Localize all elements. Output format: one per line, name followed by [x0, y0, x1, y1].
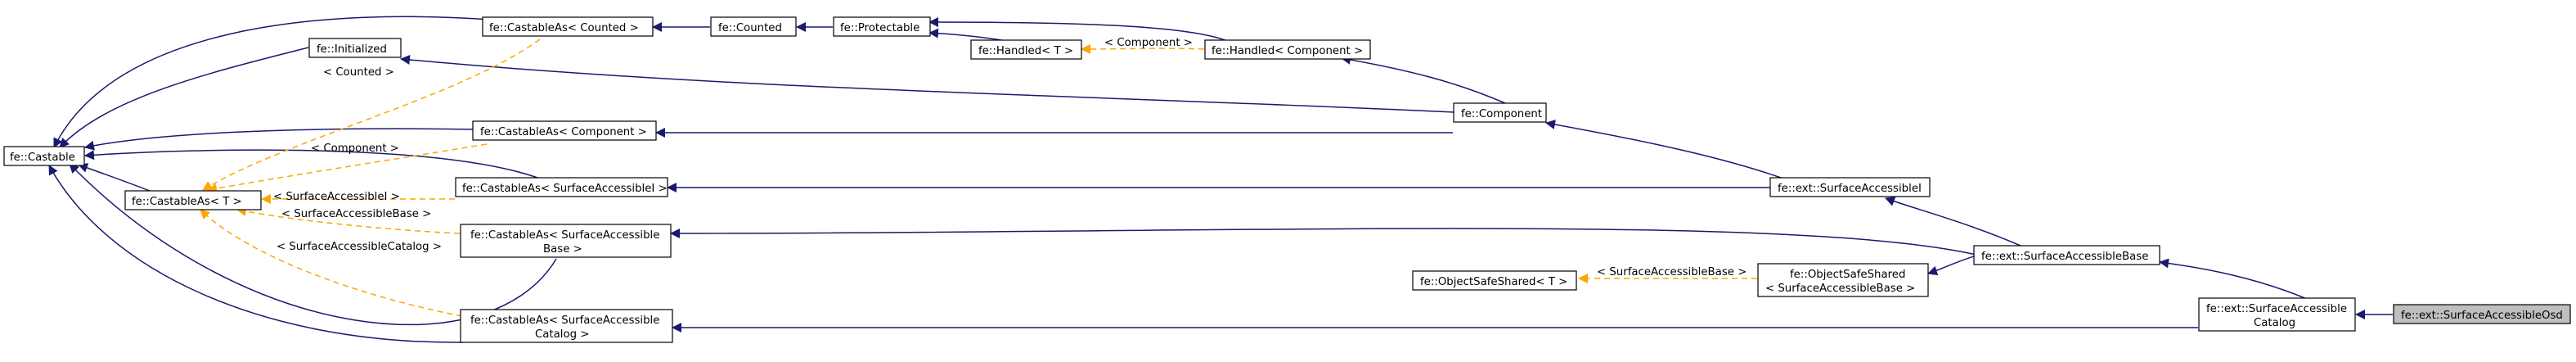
class-node-castableas-sabase[interactable]: fe::CastableAs< SurfaceAccessible Base > [460, 224, 672, 258]
class-node-castableas-counted[interactable]: fe::CastableAs< Counted > [482, 16, 654, 37]
class-node-label-line2: Catalog [2254, 317, 2295, 329]
class-node-ext-surfaceaccessiblecatalog[interactable]: fe::ext::SurfaceAccessible Catalog [2198, 297, 2356, 332]
class-node-initialized[interactable]: fe::Initialized [308, 38, 402, 58]
edge-castableas-sacatalog-to-castable [48, 165, 463, 343]
edge-ext-sabase-to-ext-sai [1885, 197, 2021, 247]
class-node-castableas-t[interactable]: fe::CastableAs< T > [124, 190, 262, 210]
edge-castableas-sabase-to-castable [69, 163, 557, 326]
edge-initialized-to-castable [59, 47, 309, 148]
edge-label-sabase: < SurfaceAccessibleBase > [281, 208, 431, 220]
class-node-label: fe::Castable [10, 152, 75, 164]
class-node-component[interactable]: fe::Component [1453, 102, 1547, 123]
edge-castableas-t-to-castable [78, 163, 155, 193]
edge-label-component: < Component > [311, 143, 399, 155]
edge-ext-sabase-to-objectsafeshared-sab [1927, 255, 1977, 276]
edge-handled-component-to-protectable [928, 17, 1228, 42]
class-node-label: fe::CastableAs< SurfaceAccessibleI > [462, 183, 668, 195]
inheritance-edges [48, 16, 2393, 343]
edge-castableas-sai-to-castable [84, 149, 541, 179]
class-node-objectsafeshared-sab[interactable]: fe::ObjectSafeShared < SurfaceAccessible… [1757, 263, 1929, 297]
edge-castableas-component-to-castable [84, 128, 475, 151]
class-node-label-line1: fe::ext::SurfaceAccessible [2206, 303, 2347, 315]
edge-label-counted: < Counted > [323, 66, 394, 79]
class-node-label-line2: < SurfaceAccessibleBase > [1765, 283, 1915, 295]
class-node-label: fe::ObjectSafeShared< T > [1420, 276, 1567, 288]
class-node-label-line2: Catalog > [535, 328, 589, 341]
class-node-label: fe::ext::SurfaceAccessibleI [1778, 183, 1922, 195]
class-node-castableas-component[interactable]: fe::CastableAs< Component > [472, 120, 657, 141]
class-node-castableas-sai[interactable]: fe::CastableAs< SurfaceAccessibleI > [455, 177, 668, 197]
template-edge-sacatalog [200, 209, 463, 317]
edge-ext-sai-to-component [1545, 120, 1784, 179]
edge-label-objectsafeshared-sab: < SurfaceAccessibleBase > [1597, 266, 1747, 278]
template-edge-sabase [236, 206, 461, 234]
class-node-ext-surfaceaccessiblebase[interactable]: fe::ext::SurfaceAccessibleBase [1973, 245, 2160, 265]
class-node-label: fe::CastableAs< Component > [480, 126, 647, 138]
class-node-objectsafeshared-t[interactable]: fe::ObjectSafeShared< T > [1412, 270, 1577, 291]
class-node-ext-surfaceaccessiblei[interactable]: fe::ext::SurfaceAccessibleI [1769, 177, 1931, 197]
class-node-counted[interactable]: fe::Counted [710, 16, 797, 37]
edge-labels: < Counted > < Component > < Component > … [273, 37, 1747, 278]
template-edge-component [207, 143, 488, 193]
class-node-handled-component[interactable]: fe::Handled< Component > [1204, 39, 1371, 60]
class-node-label: fe::Counted [718, 22, 782, 34]
class-node-handled-t[interactable]: fe::Handled< T > [970, 39, 1082, 60]
edge-label-handled-component: < Component > [1104, 37, 1193, 49]
nodes: fe::Castable fe::CastableAs< T > fe::Ini… [3, 16, 2571, 343]
class-node-label: fe::ext::SurfaceAccessibleOsd [2401, 310, 2563, 322]
edge-label-sai: < SurfaceAccessibleI > [273, 191, 400, 203]
class-node-label: fe::Initialized [317, 43, 387, 56]
template-edge-handled-component [1081, 43, 1205, 54]
edge-component-to-initialized [400, 55, 1455, 113]
class-node-label: fe::Handled< Component > [1212, 45, 1363, 57]
edge-ext-sabase-to-castableas-sabase [670, 228, 1980, 256]
class-node-ext-surfaceaccessibleosd[interactable]: fe::ext::SurfaceAccessibleOsd [2393, 304, 2571, 324]
class-node-castable[interactable]: fe::Castable [3, 146, 85, 166]
class-node-label: fe::CastableAs< T > [132, 196, 242, 208]
class-node-label-line1: fe::CastableAs< SurfaceAccessible [470, 314, 659, 327]
class-node-label: fe::Handled< T > [978, 45, 1073, 57]
class-node-label-line2: Base > [543, 243, 582, 256]
class-node-label-line1: fe::ObjectSafeShared [1790, 269, 1905, 281]
class-node-label: fe::ext::SurfaceAccessibleBase [1981, 251, 2148, 263]
edge-castableas-counted-to-castable [53, 16, 492, 148]
edge-label-sacatalog: < SurfaceAccessibleCatalog > [276, 241, 442, 253]
edge-component-to-handled-component [1341, 54, 1506, 104]
class-node-label: fe::Protectable [840, 22, 919, 34]
template-edges [200, 38, 1757, 317]
edge-ext-sacatalog-to-ext-sabase [2159, 258, 2308, 300]
class-node-label-line1: fe::CastableAs< SurfaceAccessible [470, 229, 659, 242]
class-node-castableas-sacatalog[interactable]: fe::CastableAs< SurfaceAccessible Catalo… [460, 309, 673, 343]
class-node-label: fe::Component [1461, 108, 1542, 120]
template-edge-counted [202, 38, 541, 191]
class-node-label: fe::CastableAs< Counted > [489, 22, 639, 34]
class-node-protectable[interactable]: fe::Protectable [833, 16, 931, 37]
